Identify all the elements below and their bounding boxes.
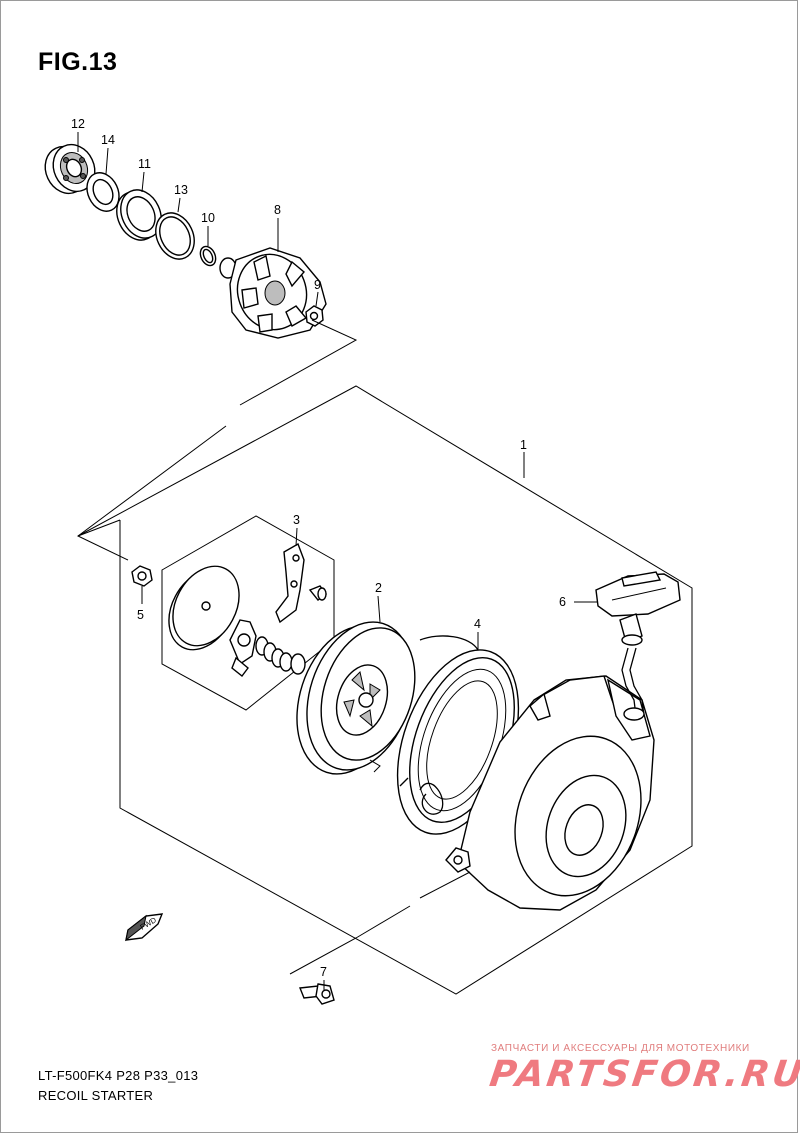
callout-14: 14 [101,133,115,147]
part-14-washer [86,172,120,212]
starter-rope [621,647,645,721]
footer-assembly-name: RECOIL STARTER [38,1088,154,1103]
callout-10: 10 [201,211,215,225]
friction-plate [168,565,240,651]
part-8-starter-driven-pulley [219,247,327,339]
watermark-logo: PARTSFOR.RU [487,1054,800,1095]
assembly-box-outline [77,385,693,995]
part-5-bolt [131,565,153,587]
leader-2 [377,595,381,623]
watermark-tagline: ЗАПЧАСТИ И АКСЕССУАРЫ ДЛЯ МОТОТЕХНИКИ [491,1043,750,1054]
leader-3 [295,527,298,547]
callout-9: 9 [314,278,321,292]
fwd-direction-arrow: FWD [125,913,164,942]
callout-1: 1 [520,438,527,452]
leader-top-group [239,319,358,406]
figure-title: FIG.13 [38,48,118,76]
callout-5: 5 [137,608,144,622]
callout-8: 8 [274,203,281,217]
leader-13 [177,197,181,213]
starter-case [445,675,655,911]
part-3-pawl [275,542,305,624]
part-6-handle [595,571,681,646]
callout-3: 3 [293,513,300,527]
leader-bolt-7-cont [419,871,471,899]
callout-11: 11 [138,157,151,171]
leader-11 [141,171,145,193]
part-13-o-ring [155,212,195,260]
part-11-oil-seal [116,189,162,241]
ratchet-guide [229,619,257,677]
part-9-nut [305,305,324,327]
callout-2: 2 [375,581,382,595]
assembly-box-inner [77,519,121,537]
footer-model-code: LT-F500FK4 P28 P33_013 [38,1068,199,1083]
part-2-reel [296,621,479,775]
callout-13: 13 [174,183,188,197]
callout-4: 4 [474,617,481,631]
part-7-bolt [299,983,335,1005]
leader-top-group-cont [77,425,227,561]
leader-bolt-7 [289,905,411,975]
part-12-bearing [44,143,96,195]
pawl-pin [308,585,327,601]
callout-12: 12 [71,117,85,131]
part-10-o-ring-small [199,245,217,267]
callout-6: 6 [559,595,566,609]
leader-14 [105,147,109,175]
leader-9 [315,291,319,307]
callout-7: 7 [320,965,327,979]
pawl-springs [255,636,306,675]
